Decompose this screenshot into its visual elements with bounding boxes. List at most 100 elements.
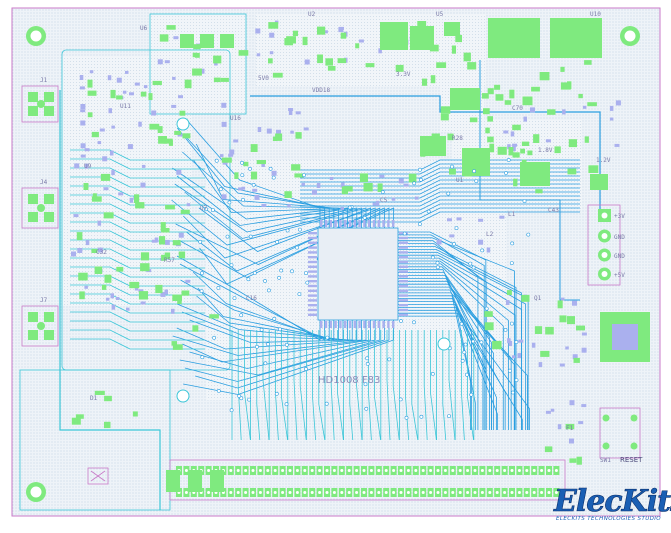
via [248, 234, 253, 239]
via [290, 269, 294, 274]
component-pad [492, 340, 502, 350]
header-pin [361, 466, 367, 475]
header-pin [405, 488, 412, 497]
component-pad [317, 26, 326, 35]
smd-pad [517, 353, 521, 359]
smd-pad [375, 200, 380, 206]
trace-fanout-19 [192, 271, 330, 341]
via [447, 414, 451, 419]
smd-pad [550, 408, 555, 412]
smd-pad [486, 247, 491, 253]
ic-pin-left [308, 289, 317, 292]
rail-label-12: 1.2V [596, 157, 611, 164]
component-pad [91, 131, 99, 138]
reset-switch-pad-1 [602, 414, 610, 422]
mounting-hole-mid3 [437, 337, 451, 351]
smd-pad [447, 218, 452, 222]
component-pad [251, 171, 258, 180]
smd-pad [269, 51, 274, 55]
header-pin [449, 488, 456, 497]
smd-pad [111, 125, 115, 129]
regulator-u11 [550, 18, 602, 58]
via [277, 275, 282, 280]
smd-pad [186, 203, 191, 207]
trace-left-4 [70, 185, 205, 197]
header-pin [264, 488, 271, 497]
via [214, 158, 219, 163]
component-pad [220, 77, 229, 82]
header-pin [346, 488, 353, 497]
header-pin [294, 488, 301, 497]
component-pad [422, 78, 428, 86]
smd-pad [80, 154, 86, 158]
refdes-label: U1 [456, 177, 464, 184]
connector-j1 [21, 85, 59, 123]
component-pad [521, 141, 530, 146]
via [460, 358, 465, 363]
smd-pad [171, 308, 175, 314]
header-pin [405, 466, 412, 475]
via [480, 248, 485, 253]
ic-pin-top [324, 220, 328, 227]
smd-pad [303, 127, 309, 131]
via [227, 200, 232, 205]
smd-pad [129, 197, 134, 203]
component-pad [408, 173, 417, 183]
via [239, 313, 244, 318]
header-pin [420, 488, 427, 497]
smd-pad [138, 289, 144, 293]
smd-pad [173, 36, 179, 40]
smd-pad [269, 32, 275, 38]
ic-pin-bottom [387, 321, 390, 328]
header-pin [435, 466, 441, 475]
main-ic-label: HD1008 F83 [318, 375, 380, 386]
smd-pad [478, 239, 484, 245]
via [203, 207, 208, 212]
trace-fanout-22 [196, 295, 344, 341]
component-pad [284, 40, 293, 46]
ic-pin-left [308, 299, 317, 302]
header-pin [183, 466, 190, 475]
ic-pin-right [399, 265, 408, 268]
smd-pad [115, 297, 120, 300]
smd-pad [134, 82, 140, 86]
smd-pad [530, 107, 535, 113]
component-pad [192, 68, 202, 76]
ic-pin-top [372, 220, 376, 227]
trace-right-7 [398, 251, 529, 430]
component-pad [94, 266, 103, 274]
smd-pad [565, 346, 569, 350]
via [279, 268, 284, 273]
power-terminal [587, 204, 621, 286]
ic-pin-bottom [329, 321, 332, 328]
component-pad [535, 189, 543, 194]
trace-left-7 [70, 212, 205, 224]
smd-pad [295, 111, 301, 115]
component-pad [578, 93, 583, 99]
component-block [380, 22, 408, 50]
trace-left-16 [70, 293, 205, 305]
via [463, 342, 468, 347]
smd-pad [304, 59, 310, 65]
smd-pad [178, 232, 184, 238]
component-pad [584, 136, 589, 143]
via [263, 361, 268, 366]
component-pad [75, 414, 84, 419]
refdes-label: C43 [548, 207, 559, 214]
component-pad [140, 91, 147, 97]
smd-pad [329, 177, 334, 180]
refdes-label: U16 [230, 115, 241, 122]
header-pin [309, 488, 316, 497]
via [514, 378, 519, 383]
trace-down-17 [336, 330, 344, 441]
via [246, 277, 251, 282]
header-pin [553, 466, 560, 475]
component-pad [508, 147, 514, 156]
ic-pin-bottom [372, 321, 376, 328]
trace-bus-5 [300, 179, 580, 191]
trace-down-13 [312, 330, 316, 441]
header-pin [309, 466, 316, 475]
ic-pin-left [308, 284, 317, 288]
smd-pad [569, 400, 575, 406]
component-pad [487, 116, 493, 122]
